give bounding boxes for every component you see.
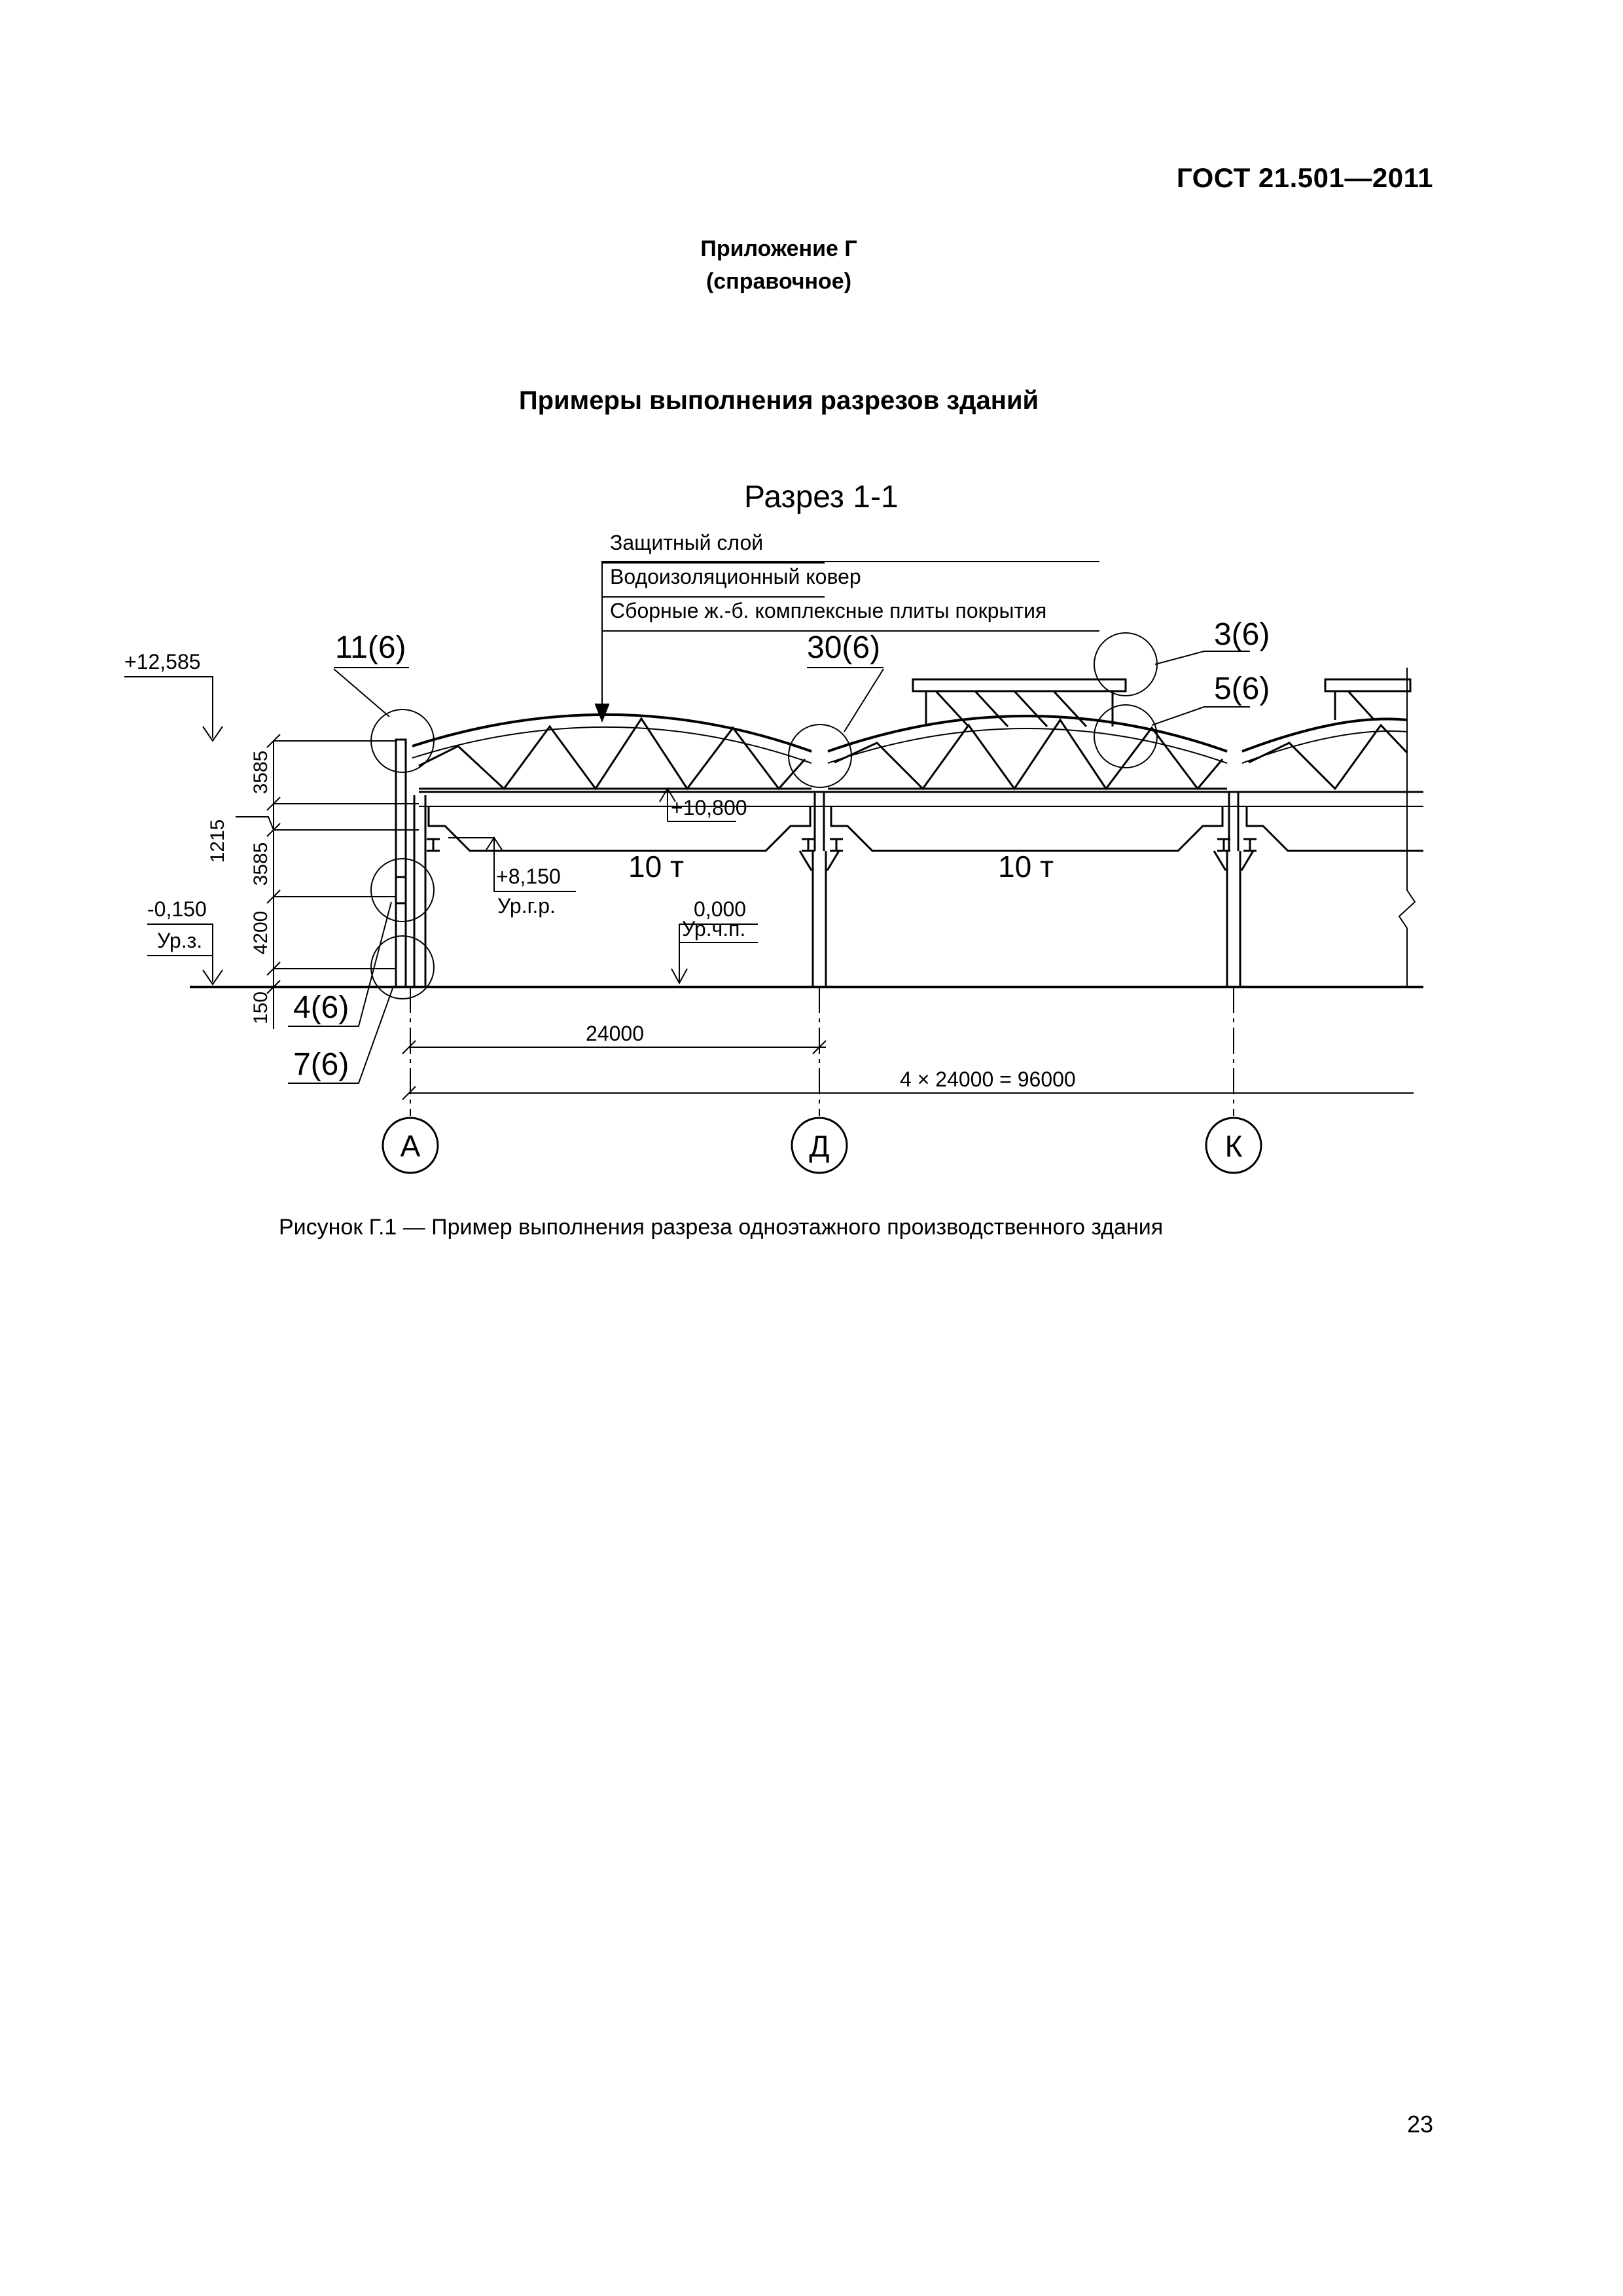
break-line [1398, 668, 1416, 987]
roof-layer-3: Сборные ж.-б. комплексные плиты покрытия [610, 599, 1046, 622]
level-top: +12,585 [124, 650, 201, 673]
axis-label-K: К [1225, 1129, 1243, 1163]
elevation-marker-top [124, 676, 223, 742]
elevation-marker-crane [448, 836, 576, 892]
appendix-title: Приложение Г [700, 236, 857, 261]
vdim-1215: 1215 [207, 819, 228, 863]
level-ground-label: Ур.з. [157, 929, 202, 952]
roof-layer-1: Защитный слой [610, 531, 763, 554]
axis-bubble-A [382, 1117, 439, 1174]
node-circle-30 [788, 724, 852, 788]
elevation-marker-ground [147, 924, 223, 986]
elevation-marker-truss [659, 787, 736, 822]
level-ground-value: -0,150 [147, 897, 207, 921]
horizontal-dimensions [402, 1040, 1414, 1100]
node-circle-7 [370, 935, 435, 999]
crane-load-1: 10 т [628, 850, 684, 884]
crane-girder-1 [427, 806, 815, 852]
exterior-wall [395, 738, 427, 988]
node-ref-11: 11(6) [335, 630, 406, 665]
figure-caption: Рисунок Г.1 — Пример выполнения разреза … [279, 1215, 1164, 1240]
roof-truss-span-2 [827, 678, 1228, 791]
level-truss: +10,800 [671, 796, 747, 819]
node-ref-3: 3(6) [1214, 617, 1270, 652]
section-title: Примеры выполнения разрезов зданий [518, 386, 1039, 415]
node-ref-7: 7(6) [293, 1047, 349, 1082]
vdim-150: 150 [250, 992, 272, 1024]
node-ref-30: 30(6) [807, 630, 880, 665]
document-code: ГОСТ 21.501—2011 [1176, 162, 1433, 193]
vdim-3585-lower: 3585 [250, 842, 272, 886]
span-dimension: 24000 [586, 1022, 644, 1045]
elevation-marker-floor [671, 924, 758, 985]
column-K [1213, 792, 1255, 987]
appendix-heading: Приложение Г (справочное) [0, 232, 1558, 298]
vdim-3585-upper: 3585 [250, 751, 272, 795]
axis-lines [410, 987, 1234, 1116]
node-ref-5: 5(6) [1214, 672, 1270, 706]
level-floor-value: 0,000 [694, 897, 746, 921]
axis-bubble-K [1205, 1117, 1262, 1174]
crane-load-2: 10 т [998, 850, 1054, 884]
node-ref-4: 4(6) [293, 990, 349, 1025]
vertical-dimension-chain [236, 734, 419, 1029]
page-number: 23 [1406, 2111, 1433, 2138]
total-dimension: 4 × 24000 = 96000 [900, 1067, 1076, 1091]
level-crane-label: Ур.г.р. [497, 894, 556, 918]
column-D [798, 792, 840, 987]
roof-layer-2: Водоизоляционный ковер [610, 565, 861, 588]
crane-girder-2 [830, 806, 1230, 852]
level-crane-value: +8,150 [496, 865, 561, 888]
crane-girder-3 [1243, 806, 1423, 852]
roof-truss-span-3 [1241, 678, 1412, 791]
section-label: Разрез 1-1 [744, 480, 899, 514]
vdim-4200: 4200 [250, 911, 272, 955]
appendix-type: (справочное) [705, 269, 852, 294]
axis-label-D: Д [809, 1129, 829, 1163]
node-circle-5 [1094, 704, 1158, 768]
axis-bubble-D [791, 1117, 848, 1174]
axis-label-A: А [401, 1129, 421, 1163]
level-floor-label: Ур.ч.п. [682, 917, 745, 941]
node-circle-4 [370, 858, 435, 922]
roof-truss-span-1 [412, 713, 812, 791]
